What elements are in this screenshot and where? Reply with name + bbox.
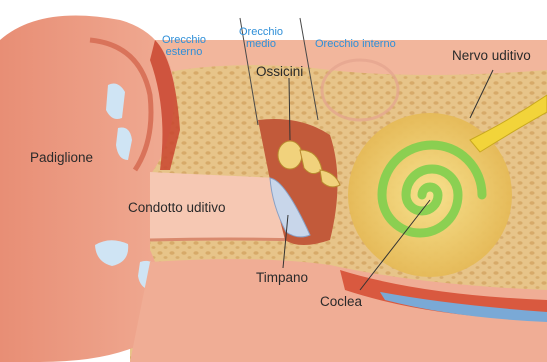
label-auditory-nerve: Nervo uditivo xyxy=(452,48,531,63)
ossicle-malleus xyxy=(278,141,302,169)
label-outer-ear: Orecchio esterno xyxy=(150,34,218,58)
pinna-cartilage-1 xyxy=(106,84,125,119)
label-inner-ear: Orecchio interno xyxy=(315,38,396,50)
label-middle-ear: Orecchio medio xyxy=(232,26,290,50)
label-ossicles: Ossicini xyxy=(256,64,303,79)
label-eardrum: Timpano xyxy=(256,270,308,285)
label-pinna: Padiglione xyxy=(30,150,93,165)
label-cochlea: Coclea xyxy=(320,294,362,309)
label-ear-canal: Condotto uditivo xyxy=(128,200,226,215)
ear-canal-lower-edge xyxy=(150,239,305,240)
